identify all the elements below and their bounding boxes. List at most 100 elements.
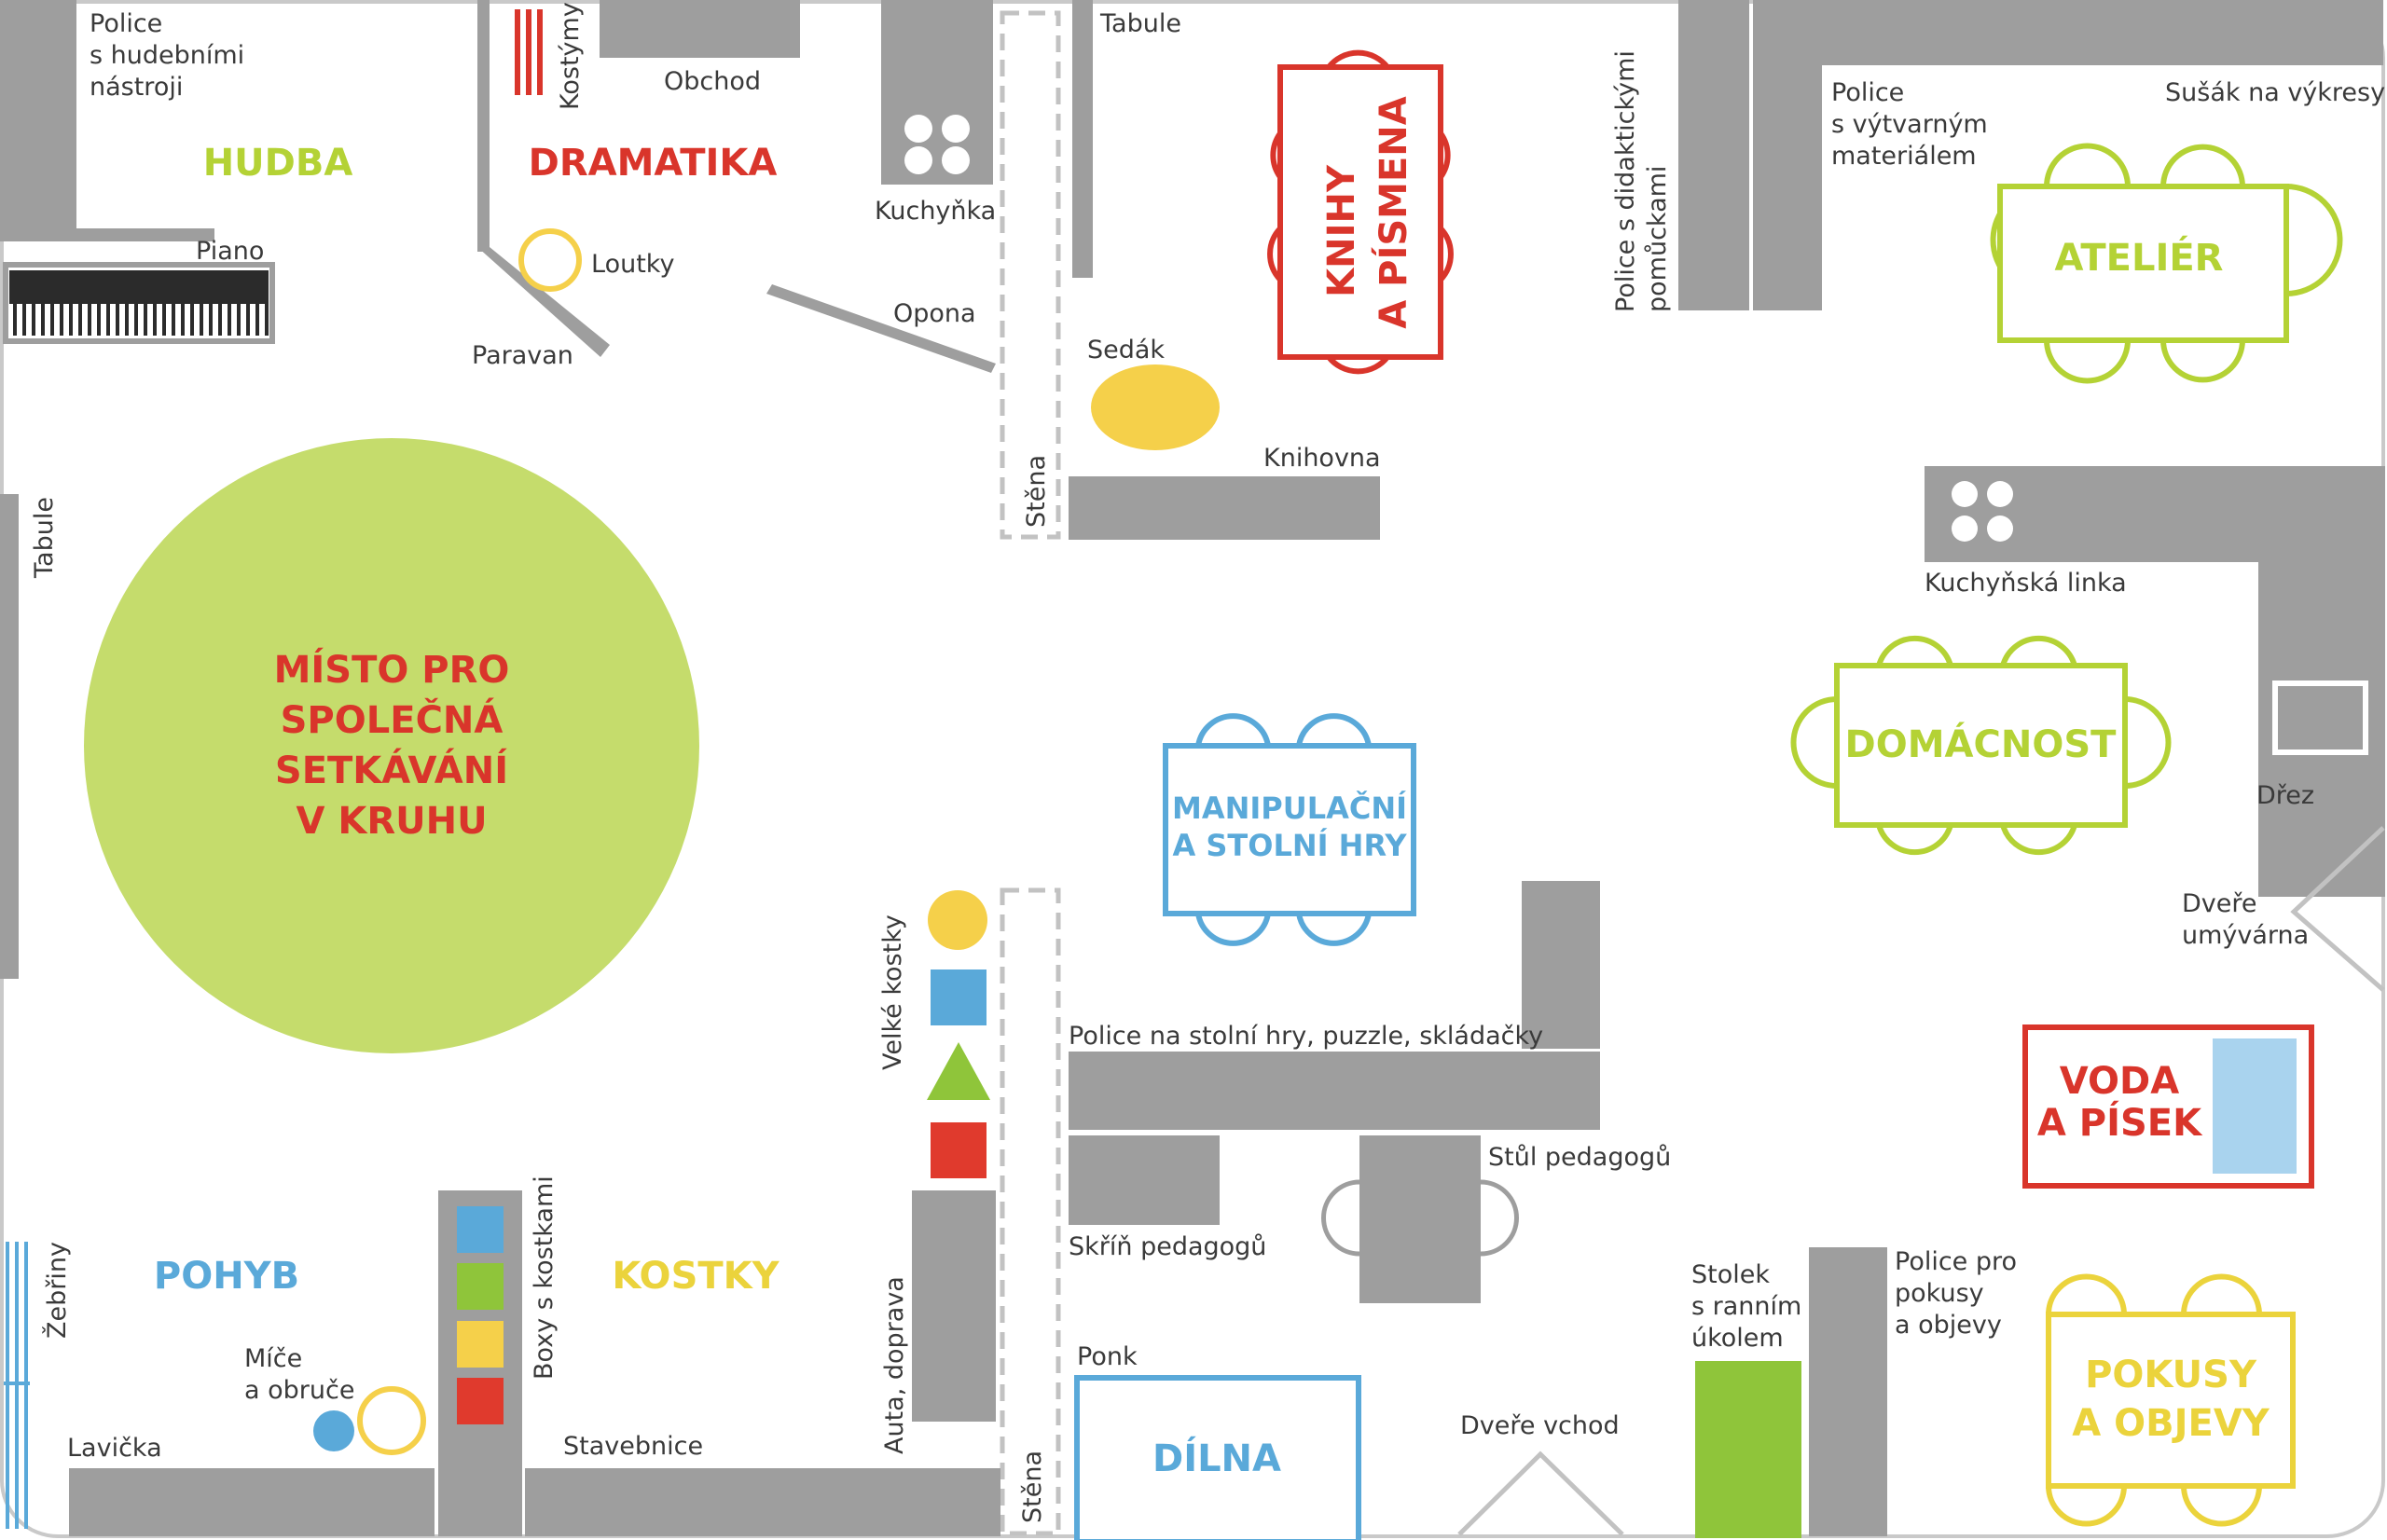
knihovna-label: Knihovna [1263, 444, 1381, 473]
setkavani-circle [84, 438, 699, 1053]
auta-label: Auta, doprava [880, 1276, 909, 1454]
piano-key [97, 304, 101, 336]
stena-top-label: Stěna [1022, 455, 1051, 528]
zone-circle-1: MÍSTO PRO [274, 647, 510, 692]
police-vytvarny-label-2: s výtvarným [1831, 110, 1988, 139]
tabule-left [0, 494, 19, 979]
zone-pokusy-1: POKUSY [2085, 1354, 2257, 1396]
piano-key [246, 304, 250, 336]
pokusy-table [2046, 1273, 2296, 1527]
police-vytvarny-top [1753, 0, 2182, 65]
zone-domacnost: DOMÁCNOST [1845, 722, 2118, 766]
stove-icon [904, 115, 970, 174]
piano-key [265, 304, 269, 336]
mice-label-2: a obruče [244, 1376, 354, 1405]
police-vytvarny-label-3: materiálem [1831, 142, 1977, 171]
piano-key [50, 304, 54, 336]
police-stolni-label: Police na stolní hry, puzzle, skládačky [1069, 1022, 1543, 1051]
piano-key [41, 304, 45, 336]
police-didakticke [1678, 0, 1749, 310]
piano-key [88, 304, 91, 336]
boxy-s-kostkami [438, 1190, 522, 1536]
susak [2182, 0, 2383, 65]
lavicka-label: Lavička [67, 1434, 162, 1463]
piano-key [172, 304, 175, 336]
piano-key [209, 304, 213, 336]
piano-key [69, 304, 73, 336]
piano-key [144, 304, 147, 336]
police-hudebni-label-2: s hudebními [90, 41, 244, 70]
piano-key [153, 304, 157, 336]
stolek-label-3: úkolem [1691, 1324, 1784, 1353]
kostymy-label: Kostýmy [556, 2, 585, 110]
kuchynka-label: Kuchyňka [875, 197, 996, 226]
domacnost-table [1790, 635, 2172, 856]
auta-shelf [912, 1190, 996, 1422]
police-pokusy-label-1: Police pro [1895, 1247, 2017, 1276]
zone-hudba: HUDBA [203, 142, 353, 185]
police-didakticke-label-2: pomůckami [1643, 166, 1672, 312]
sedak [1091, 364, 1220, 450]
voda-water [2213, 1038, 2297, 1174]
piano-key [200, 304, 203, 336]
piano-label: Piano [196, 237, 264, 266]
stul-pedagogu [1321, 1135, 1519, 1303]
zone-circle-4: V KRUHU [296, 800, 487, 843]
drez-label: Dřez [2256, 781, 2314, 810]
police-stolni-hry-vertical [1522, 881, 1600, 1049]
piano-key [78, 304, 82, 336]
skrin-pedagogu [1069, 1135, 1220, 1225]
mice-label-1: Míče [244, 1344, 302, 1373]
zone-voda-2: A PÍSEK [2037, 1100, 2203, 1145]
stove-icon-2 [1952, 481, 2013, 542]
loutky-icon [518, 228, 582, 292]
zone-knihy-2: A PÍSMENA [1371, 96, 1415, 328]
police-didakticke-label-1: Police s didaktickými [1611, 50, 1640, 312]
piano-key [255, 304, 259, 336]
piano-key [237, 304, 241, 336]
police-stolni-hry [1069, 1052, 1600, 1130]
piano-key [116, 304, 119, 336]
zone-manipulacni-2: A STOLNÍ HRY [1172, 828, 1407, 863]
dilna-ponk [1074, 1375, 1361, 1540]
dvere-umyvarna-label-2: umývárna [2182, 921, 2309, 950]
zone-dramatika: DRAMATIKA [529, 142, 778, 185]
piano-key [32, 304, 35, 336]
wall-dashed-top [1000, 10, 1061, 540]
atelier-table [1990, 143, 2343, 384]
piano-key [190, 304, 194, 336]
dvere-vchod-label: Dveře vchod [1460, 1411, 1620, 1440]
police-pokusy [1809, 1247, 1887, 1536]
police-pokusy-label-2: pokusy [1895, 1279, 1984, 1308]
stavebnice [525, 1468, 1000, 1536]
zebriny [4, 1242, 30, 1529]
wall-drama-left [477, 0, 490, 252]
zone-pohyb: POHYB [154, 1255, 299, 1298]
stavebnice-label: Stavebnice [563, 1432, 703, 1461]
piano-key [162, 304, 166, 336]
susak-label: Sušák na výkresy [2165, 78, 2385, 107]
police-hudebni-label-3: nástroji [90, 73, 183, 102]
piano-key [13, 304, 17, 336]
sedak-label: Sedák [1087, 336, 1165, 364]
zebriny-label: Žebřiny [42, 1242, 72, 1339]
opona-label: Opona [893, 299, 976, 328]
kuchynska-linka-label: Kuchyňská linka [1925, 569, 2127, 598]
velke-kostky [927, 890, 990, 1178]
police-hudebni-label-1: Police [90, 9, 162, 38]
paravan [477, 247, 610, 357]
drez-icon [2272, 681, 2368, 755]
stul-pedagogu-label: Stůl pedagogů [1488, 1143, 1671, 1172]
boxy-label: Boxy s kostkami [530, 1176, 559, 1380]
obruc-icon [357, 1386, 426, 1455]
tabule-top-label: Tabule [1099, 9, 1181, 38]
zone-voda-1: VODA [2060, 1060, 2179, 1103]
zone-manipulacni-1: MANIPULAČNÍ [1172, 790, 1407, 826]
wall-top-left [0, 0, 76, 233]
knihovna [1069, 476, 1380, 540]
zone-circle-2: SPOLEČNÁ [281, 697, 504, 742]
piano-key [228, 304, 231, 336]
piano-key [134, 304, 138, 336]
obchod-counter [600, 0, 800, 58]
